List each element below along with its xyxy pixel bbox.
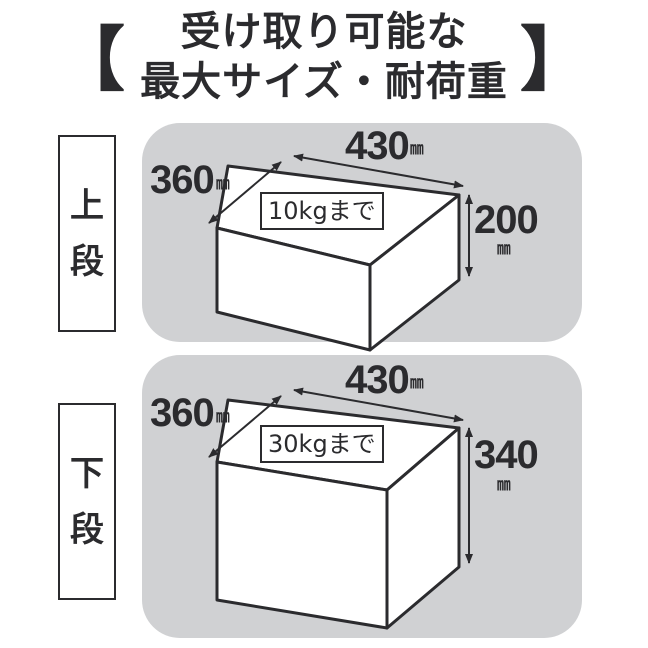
- tier-label-upper: 上 段: [58, 135, 116, 332]
- title-bracket-close: 】: [520, 19, 590, 101]
- upper-height-value: 200: [474, 198, 539, 242]
- upper-width-value: 430: [345, 124, 410, 168]
- upper-width-unit: ㎜: [410, 139, 424, 158]
- upper-dimension-arrows: [208, 153, 473, 277]
- title-section: 【 受け取り可能な 最大サイズ・耐荷重 】: [0, 0, 648, 118]
- tier-label-char: 段: [70, 241, 104, 282]
- lower-dimension-arrows: [208, 387, 473, 564]
- lower-depth-value: 360: [150, 391, 215, 435]
- lower-height-value: 340: [474, 433, 539, 477]
- upper-depth-value: 360: [150, 158, 215, 202]
- upper-depth-unit: ㎜: [216, 174, 230, 193]
- lower-width-value: 430: [345, 358, 410, 402]
- tier-label-char: 段: [70, 509, 104, 550]
- upper-height-unit: ㎜: [497, 239, 511, 258]
- lower-depth-unit: ㎜: [216, 407, 230, 426]
- upper-max-weight: 10kgまで: [260, 192, 384, 230]
- title-line-1: 受け取り可能な: [180, 9, 468, 55]
- tier-label-char: 上: [70, 185, 104, 226]
- lower-width-unit: ㎜: [410, 373, 424, 392]
- lower-max-weight: 30kgまで: [260, 425, 384, 463]
- lower-height-unit: ㎜: [497, 475, 511, 494]
- tier-label-char: 下: [70, 453, 104, 494]
- title-bracket-open: 【: [55, 19, 125, 101]
- title-line-2: 最大サイズ・耐荷重: [140, 59, 508, 105]
- tier-label-lower: 下 段: [58, 403, 116, 600]
